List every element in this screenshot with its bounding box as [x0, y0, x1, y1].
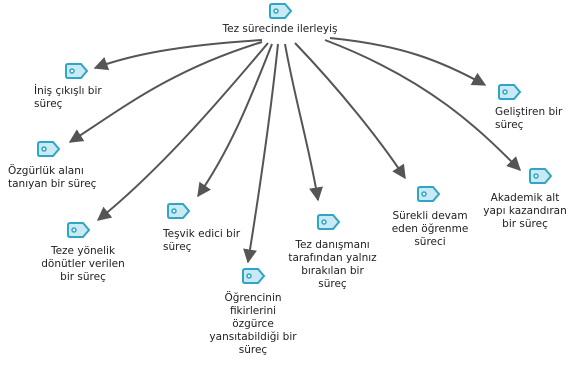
edges [68, 37, 521, 264]
edge-root-n2 [68, 41, 263, 143]
node-label: Akademik alt yapı kazandıran bir süreç [483, 192, 567, 230]
root-label: Tez sürecinde ilerleyiş [222, 23, 338, 35]
node-label: Öğrencinin fikirlerini özgürce yansıtabi… [209, 292, 297, 356]
node-tag-icon [529, 168, 552, 184]
node-label: Sürekli devam eden öğrenme süreci [391, 210, 469, 248]
node-tag-icon [417, 186, 440, 202]
edge-root-n7 [294, 42, 406, 180]
node-tag-icon [37, 141, 60, 157]
edge-root-n1 [93, 39, 263, 71]
edge-root-n5 [243, 43, 279, 264]
node-label: Tez danışmanı tarafından yalnız bırakıla… [288, 239, 377, 290]
node-tag-icon [67, 222, 90, 238]
edge-root-n8 [324, 39, 521, 171]
node-tag-icon [269, 3, 292, 19]
edge-root-n4 [197, 43, 273, 198]
node-tag-icon [167, 203, 190, 219]
node-label: İniş çıkışlı bir süreç [34, 85, 102, 110]
edge-root-n6 [284, 43, 323, 202]
node-label: Teşvik edici bir süreç [163, 228, 241, 253]
edge-root-n3 [96, 42, 269, 221]
node-label: Geliştiren bir süreç [495, 106, 563, 131]
node-label: Özgürlük alanı tanıyan bir süreç [8, 165, 97, 190]
node-tag-icon [65, 63, 88, 79]
node-label: Teze yönelik dönütler verilen bir süreç [41, 245, 125, 283]
edge-root-n9 [329, 37, 487, 86]
node-tag-icon [242, 268, 265, 284]
node-tag-icon [317, 214, 340, 230]
node-tag-icon [498, 84, 521, 100]
